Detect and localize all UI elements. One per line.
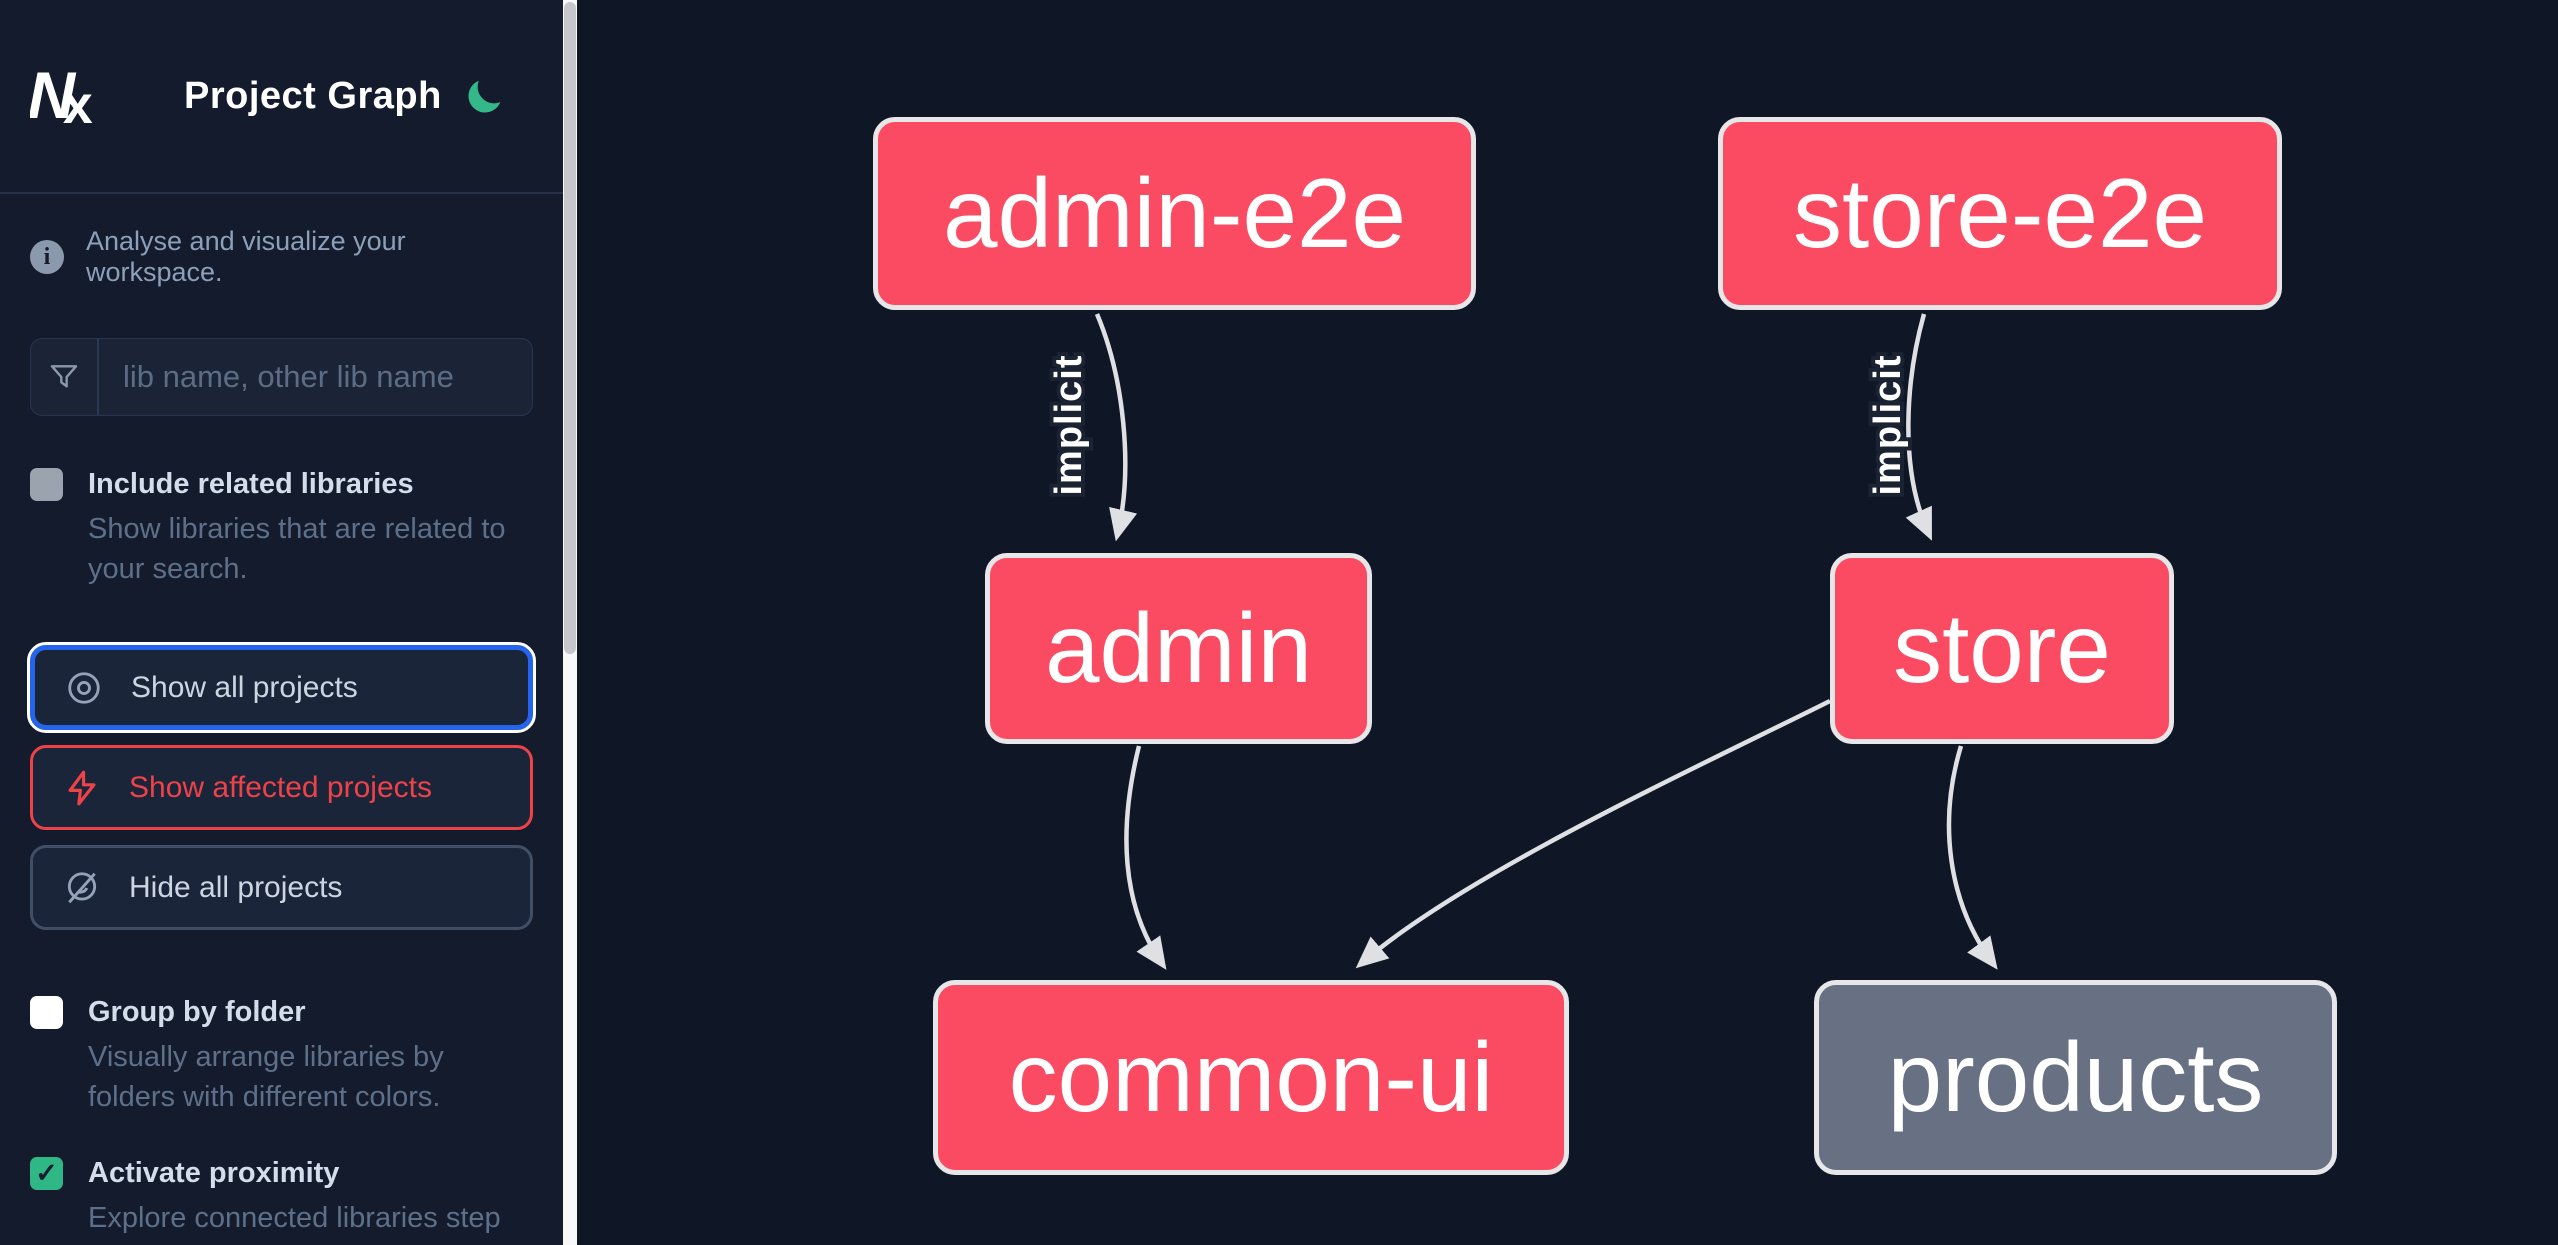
hide-all-projects-button[interactable]: Hide all projects — [30, 845, 533, 930]
graph-edge-admin-e2e-admin[interactable] — [1094, 313, 1138, 542]
checkbox-group-by-folder[interactable]: ✓ — [30, 996, 63, 1029]
checkbox-activate-proximity[interactable]: ✓ — [30, 1157, 63, 1190]
eye-icon — [68, 671, 100, 704]
graph-edge-store-common-ui[interactable] — [1355, 698, 1832, 969]
show-affected-projects-button[interactable]: Show affected projects — [30, 745, 533, 830]
graph-node-store[interactable]: store — [1830, 553, 2174, 744]
svg-text:x: x — [63, 75, 93, 135]
search-input[interactable] — [99, 339, 532, 415]
graph-node-store-e2e[interactable]: store-e2e — [1718, 117, 2282, 310]
svg-text:N: N — [30, 58, 77, 132]
check-icon: ✓ — [35, 1158, 58, 1188]
action-buttons: Show all projects Show affected projects… — [27, 642, 536, 930]
info-icon: i — [30, 240, 64, 274]
page-title: Project Graph — [184, 74, 442, 117]
show-all-projects-button[interactable]: Show all projects — [27, 642, 536, 733]
toggle-label: Activate proximity — [88, 1157, 340, 1189]
button-label: Hide all projects — [129, 870, 343, 904]
toggle-activate-proximity: ✓ Activate proximity Explore connected l… — [30, 1153, 533, 1245]
graph-node-admin-e2e[interactable]: admin-e2e — [873, 117, 1476, 310]
toggle-description: Visually arrange libraries by folders wi… — [88, 1041, 444, 1113]
sidebar-scrollbar — [563, 0, 577, 1245]
eye-off-icon — [67, 871, 97, 903]
search-box — [30, 338, 533, 416]
toggle-label: Group by folder — [88, 996, 306, 1028]
graph-node-products[interactable]: products — [1814, 980, 2337, 1175]
sidebar: N x Project Graph i Analyse and visualiz… — [0, 0, 563, 1245]
button-label: Show affected projects — [129, 770, 432, 804]
sidebar-scrollbar-thumb[interactable] — [564, 2, 576, 654]
graph-edge-store-e2e-store[interactable] — [1905, 313, 1932, 541]
toggle-label: Include related libraries — [88, 468, 414, 500]
edge-label-implicit: implicit — [1867, 354, 1909, 495]
toggle-description: Explore connected libraries step by step… — [88, 1202, 501, 1245]
toggle-include-related: ✓ Include related libraries Show librari… — [30, 464, 533, 589]
button-label: Show all projects — [131, 670, 358, 704]
sidebar-content: i Analyse and visualize your workspace. … — [0, 194, 563, 1245]
nx-logo: N x — [30, 58, 93, 135]
graph-edge-store-products[interactable] — [1946, 745, 1998, 970]
edge-layer: implicit implicit — [1044, 313, 1998, 970]
filter-funnel-icon — [31, 339, 99, 415]
graph-canvas[interactable]: implicit implicit admin-e2e store-e2e admin… — [577, 0, 2558, 1245]
edge-label-implicit: implicit — [1048, 354, 1090, 495]
theme-toggle-moon-icon[interactable] — [463, 74, 507, 118]
intro-row: i Analyse and visualize your workspace. — [30, 226, 533, 288]
lightning-bolt-icon — [68, 770, 96, 805]
graph-node-admin[interactable]: admin — [985, 553, 1372, 744]
graph-node-common-ui[interactable]: common-ui — [933, 980, 1569, 1175]
toggle-group-by-folder: ✓ Group by folder Visually arrange libra… — [30, 992, 533, 1117]
checkbox-include-related[interactable]: ✓ — [30, 468, 63, 501]
toggle-description: Show libraries that are related to your … — [88, 513, 506, 585]
intro-text: Analyse and visualize your workspace. — [86, 226, 406, 287]
sidebar-header: N x Project Graph — [0, 0, 563, 194]
graph-edge-admin-common-ui[interactable] — [1124, 745, 1167, 970]
